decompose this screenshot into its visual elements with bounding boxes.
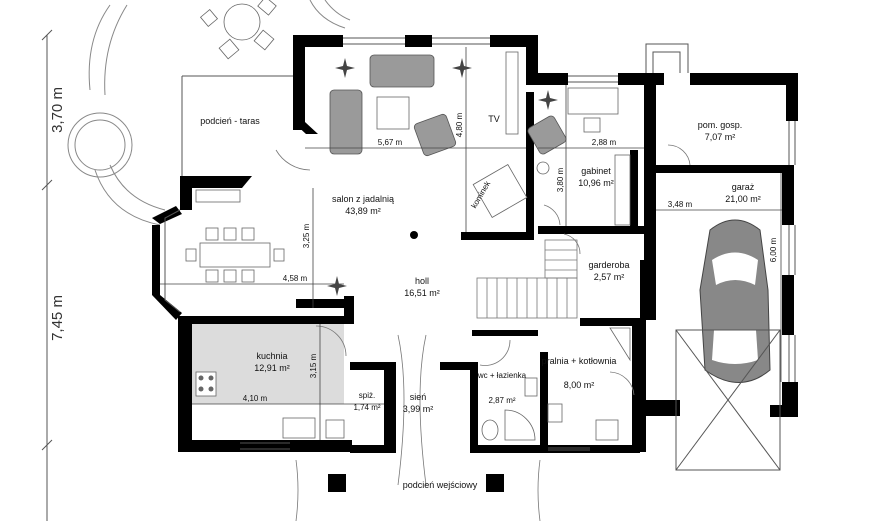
dimension-bottom: 7,45 m bbox=[49, 295, 66, 341]
terrace-outline bbox=[181, 75, 298, 184]
kitchen-fixtures bbox=[195, 371, 345, 439]
salon-furniture bbox=[329, 51, 528, 239]
tv-label: TV bbox=[488, 114, 500, 124]
terrace-circles bbox=[67, 0, 351, 226]
left-dimension-line: 3,70 m 7,45 m bbox=[41, 29, 66, 521]
room-salon-name: salon z jadalnią bbox=[332, 194, 394, 204]
room-holl-name: holl bbox=[415, 276, 429, 286]
dimension-labels: 5,67 m 4,80 m 2,88 m 3,80 m 3,48 m 6,00 … bbox=[243, 112, 778, 403]
walls bbox=[152, 35, 798, 492]
dim-garaz-depth: 6,00 m bbox=[769, 237, 778, 262]
room-kuchnia-area: 12,91 m² bbox=[254, 363, 290, 373]
car-icon bbox=[699, 219, 771, 383]
kitchen-floor bbox=[192, 324, 344, 404]
room-salon-area: 43,89 m² bbox=[345, 206, 381, 216]
garage-driveway bbox=[675, 329, 781, 471]
dim-dining-width: 4,58 m bbox=[283, 274, 308, 283]
room-gabinet-name: gabinet bbox=[581, 166, 611, 176]
room-garderoba-name: garderoba bbox=[588, 260, 629, 270]
room-spiz-area: 1,74 m² bbox=[353, 403, 380, 412]
room-garderoba-area: 2,57 m² bbox=[594, 272, 625, 282]
plant-icons bbox=[327, 58, 558, 296]
dim-kuchnia-width: 4,10 m bbox=[243, 394, 268, 403]
windows bbox=[240, 37, 796, 451]
dim-kuchnia-depth: 3,15 m bbox=[309, 353, 318, 378]
room-kuchnia-name: kuchnia bbox=[256, 351, 287, 361]
room-sien-name: sień bbox=[410, 392, 427, 402]
dim-garaz-width: 3,48 m bbox=[668, 200, 693, 209]
interior-dimension-lines bbox=[160, 47, 782, 440]
bathroom-fixtures bbox=[481, 377, 538, 441]
room-holl-area: 16,51 m² bbox=[404, 288, 440, 298]
gabinet-furniture bbox=[527, 87, 631, 226]
room-pom-gosp-name: pom. gosp. bbox=[698, 120, 743, 130]
dining-table bbox=[185, 189, 285, 283]
dim-gabinet-width: 2,88 m bbox=[592, 138, 617, 147]
pom-gosp-entrance bbox=[645, 43, 689, 73]
stairs bbox=[476, 239, 578, 319]
room-pralnia-name: pralnia + kotłownia bbox=[542, 356, 617, 366]
room-pom-gosp-area: 7,07 m² bbox=[705, 132, 736, 142]
room-wc-name: wc + łazienka bbox=[477, 371, 527, 380]
room-spiz-name: spiż. bbox=[359, 391, 375, 400]
room-wc-area: 2,87 m² bbox=[488, 396, 515, 405]
pralnia-fixtures bbox=[547, 327, 631, 441]
room-podcien-wejsciowy-name: podcień wejściowy bbox=[403, 480, 478, 490]
room-gabinet-area: 10,96 m² bbox=[578, 178, 614, 188]
room-pralnia-area: 8,00 m² bbox=[564, 380, 595, 390]
bay-window bbox=[164, 209, 181, 313]
room-garaz-area: 21,00 m² bbox=[725, 194, 761, 204]
dim-salon-depth: 4,80 m bbox=[455, 112, 464, 137]
dim-gabinet-depth: 3,80 m bbox=[556, 167, 565, 192]
terrace-table-set bbox=[199, 0, 277, 60]
dim-salon-width: 5,67 m bbox=[378, 138, 403, 147]
room-labels: podcień - taras salon z jadalnią 43,89 m… bbox=[200, 114, 761, 490]
door-swings bbox=[275, 144, 691, 521]
dimension-top: 3,70 m bbox=[49, 87, 66, 133]
room-taras-name: podcień - taras bbox=[200, 116, 260, 126]
dim-dining-depth: 3,25 m bbox=[302, 223, 311, 248]
room-garaz-name: garaż bbox=[732, 182, 755, 192]
room-sien-area: 3,99 m² bbox=[403, 404, 434, 414]
